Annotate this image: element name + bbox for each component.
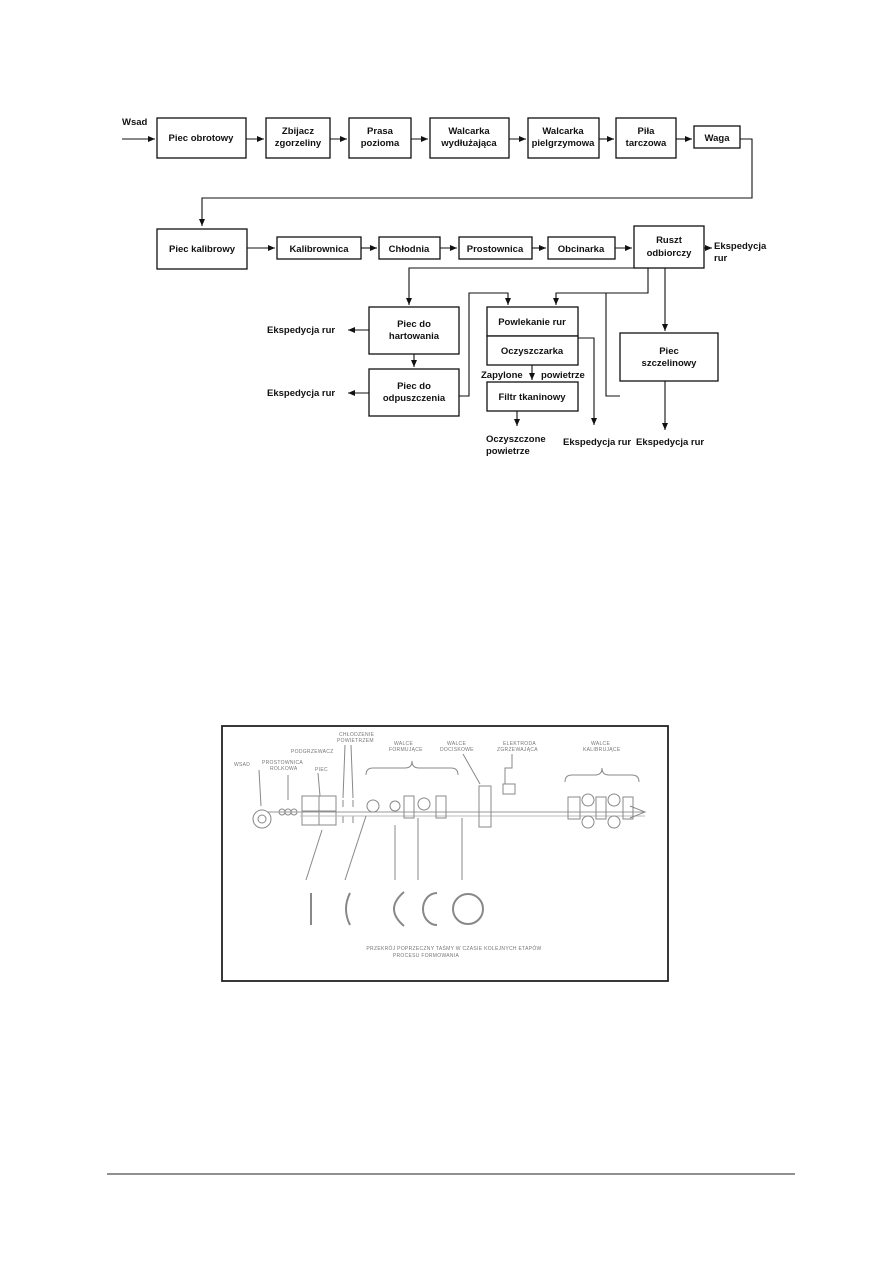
fig-caption-2: PROCESU FORMOWANIA xyxy=(393,953,460,959)
label-ekspedycja-odp: Ekspedycja rur xyxy=(267,388,335,399)
label-waga: Waga xyxy=(705,133,731,144)
label-kalibrownica: Kalibrownica xyxy=(289,244,349,255)
label-walcarka-piel-2: pielgrzymowa xyxy=(532,138,596,149)
label-pila-1: Piła xyxy=(638,126,656,137)
box-ruszt xyxy=(633,225,705,269)
label-prostownica: Prostownica xyxy=(467,244,524,255)
fig-label-podgrzewacz: PODGRZEWACZ xyxy=(291,749,334,755)
label-walcarka-wydl-1: Walcarka xyxy=(448,126,490,137)
label-ruszt-2: odbiorczy xyxy=(647,248,693,259)
box-walcarka-wydluzajaca xyxy=(429,117,510,159)
label-oczyszczarka: Oczyszczarka xyxy=(501,346,564,357)
fig-label-wsad: WSAD xyxy=(234,762,250,768)
box-walcarka-pielgrzymowa xyxy=(527,117,600,159)
label-ekspedycja-right-2: rur xyxy=(714,253,728,264)
label-szczelinowy-2: szczelinowy xyxy=(642,358,698,369)
pipe-welding-figure: WSAD PROSTOWNICA ROLKOWA PODGRZEWACZ PIE… xyxy=(221,725,669,982)
connector-row1-row2 xyxy=(199,138,753,226)
label-ekspedycja-ocz: Ekspedycja rur xyxy=(563,437,631,448)
box-piec-hartowania xyxy=(368,306,460,355)
box-zbijacz xyxy=(265,117,331,159)
fig-label-kalibrujace-1: WALCE xyxy=(591,741,610,747)
fig-caption-1: PRZEKRÓJ POPRZECZNY TAŚMY W CZASIE KOLEJ… xyxy=(366,944,541,952)
fig-label-piec: PIEC xyxy=(315,767,328,773)
label-zbijacz-1: Zbijacz xyxy=(282,126,314,137)
label-prasa-2: pozioma xyxy=(361,138,400,149)
label-chlodnia: Chłodnia xyxy=(389,244,430,255)
label-hartowania-2: hartowania xyxy=(389,331,440,342)
label-ekspedycja-szcz: Ekspedycja rur xyxy=(636,437,704,448)
fig-label-dociskowe-1: WALCE xyxy=(447,741,466,747)
box-piec-kalibrowy xyxy=(156,228,248,270)
label-obcinarka: Obcinarka xyxy=(558,244,605,255)
box-powlekanie xyxy=(486,306,579,337)
fig-label-prostownica-2: ROLKOWA xyxy=(270,766,298,772)
label-hartowania-1: Piec do xyxy=(397,319,431,330)
label-odpuszczenia-2: odpuszczenia xyxy=(383,393,446,404)
process-flow-diagram: Wsad Piec obrotowy Zbijacz zgorzeliny Pr… xyxy=(122,117,767,457)
fig-label-chlodzenie-2: POWIETRZEM xyxy=(337,738,374,744)
fig-label-kalibrujace-2: KALIBRUJĄCE xyxy=(583,747,621,753)
box-filtr xyxy=(486,381,579,412)
fig-label-elektroda-1: ELEKTRODA xyxy=(503,741,536,747)
label-ruszt-1: Ruszt xyxy=(656,235,683,246)
label-szczelinowy-1: Piec xyxy=(659,346,679,357)
box-piec-odpuszczenia xyxy=(368,368,460,417)
box-pila xyxy=(615,117,677,159)
fig-label-formujace-1: WALCE xyxy=(394,741,413,747)
input-label: Wsad xyxy=(122,117,148,128)
box-prasa xyxy=(348,117,412,159)
fig-label-formujace-2: FORMUJĄCE xyxy=(389,747,423,753)
box-piec-szczelinowy xyxy=(619,332,719,382)
label-zbijacz-2: zgorzeliny xyxy=(275,138,322,149)
label-oczyszczone-1: Oczyszczone xyxy=(486,434,546,445)
label-powietrze: powietrze xyxy=(541,370,585,381)
box-piec-obrotowy xyxy=(156,117,247,159)
fig-label-elektroda-2: ZGRZEWAJĄCA xyxy=(497,747,538,753)
label-ekspedycja-right-1: Ekspedycja xyxy=(714,241,767,252)
fig-label-chlodzenie-1: CHŁODZENIE xyxy=(339,732,375,738)
label-odpuszczenia-1: Piec do xyxy=(397,381,431,392)
fig-label-dociskowe-2: DOCISKOWE xyxy=(440,747,474,753)
label-walcarka-piel-1: Walcarka xyxy=(542,126,584,137)
label-piec-obrotowy: Piec obrotowy xyxy=(169,133,235,144)
label-pila-2: tarczowa xyxy=(626,138,667,149)
label-piec-kalibrowy: Piec kalibrowy xyxy=(169,244,236,255)
label-oczyszczone-2: powietrze xyxy=(486,446,530,457)
label-powlekanie: Powlekanie rur xyxy=(498,317,566,328)
label-ekspedycja-hart: Ekspedycja rur xyxy=(267,325,335,336)
label-walcarka-wydl-2: wydłużająca xyxy=(440,138,497,149)
label-filtr: Filtr tkaninowy xyxy=(498,392,566,403)
label-prasa-1: Prasa xyxy=(367,126,394,137)
box-waga xyxy=(693,125,741,149)
box-oczyszczarka xyxy=(486,335,579,366)
label-zapylone: Zapylone xyxy=(481,370,523,381)
fig-label-prostownica-1: PROSTOWNICA xyxy=(262,760,303,766)
